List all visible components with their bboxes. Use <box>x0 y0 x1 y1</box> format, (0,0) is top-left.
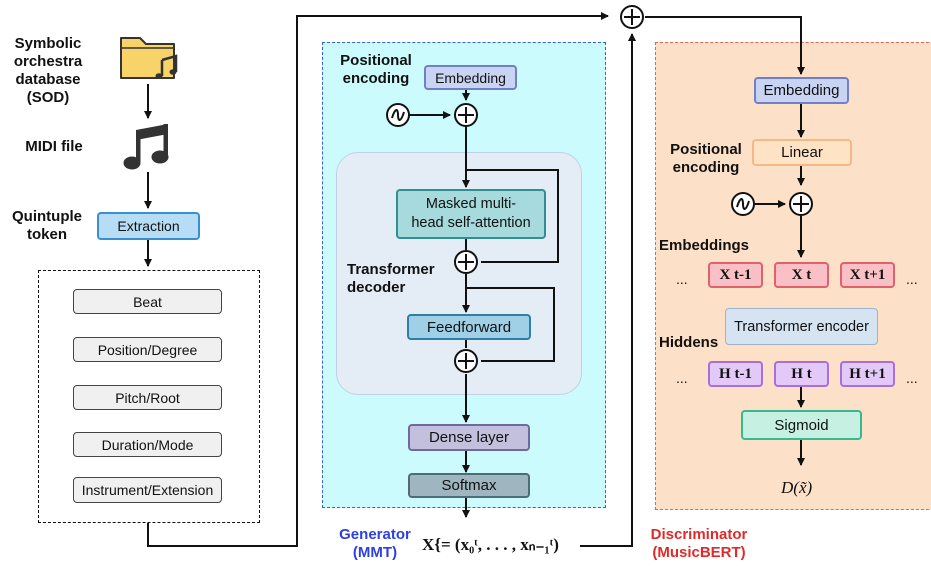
generator-embedding-box: Embedding <box>424 65 517 90</box>
token-beat: Beat <box>73 289 222 314</box>
token-instrument-extension: Instrument/Extension <box>73 477 222 503</box>
sod-label-line: database <box>15 71 81 88</box>
sine-wave-icon <box>731 192 755 216</box>
ellipsis: ... <box>906 271 918 287</box>
combine-add-icon <box>620 5 644 29</box>
decoder-label-line: Transformer <box>347 261 435 278</box>
masked-attention-box: Masked multi- head self-attention <box>396 189 546 239</box>
add-icon <box>454 250 478 274</box>
quintuple-token-label: Quintuple token <box>6 208 88 244</box>
attention-line: Masked multi- <box>425 196 517 212</box>
feedforward-box: Feedforward <box>407 314 531 340</box>
embedding-token-x-current: X t <box>774 262 829 288</box>
add-icon <box>789 192 813 216</box>
discriminator-embedding-box: Embedding <box>754 77 849 104</box>
discriminator-positional-encoding-label: Positional encoding <box>660 141 752 177</box>
linear-box: Linear <box>752 139 852 166</box>
transformer-decoder-label: Transformer decoder <box>347 261 447 297</box>
generator-caption-line: (MMT) <box>352 544 398 561</box>
token-duration-mode: Duration/Mode <box>73 432 222 457</box>
ellipsis: ... <box>676 271 688 287</box>
transformer-encoder-box: Transformer encoder <box>725 308 878 345</box>
sine-wave-icon <box>386 103 410 127</box>
generator-positional-encoding-label: Positional encoding <box>330 52 422 88</box>
hidden-token-h-current: H t <box>774 361 829 387</box>
discriminator-caption-line: (MusicBERT) <box>652 544 746 561</box>
decoder-label-line: decoder <box>347 279 406 296</box>
ellipsis: ... <box>906 370 918 386</box>
embedding-token-x-prev: X t-1 <box>708 262 763 288</box>
token-list-frame <box>38 270 260 523</box>
positional-label-line: encoding <box>342 70 410 87</box>
positional-label-line: encoding <box>672 159 740 176</box>
embeddings-label: Embeddings <box>659 237 750 254</box>
sod-label-line: orchestra <box>13 53 83 70</box>
add-icon <box>454 349 478 373</box>
softmax-box: Softmax <box>408 473 530 498</box>
dense-layer-box: Dense layer <box>408 424 530 451</box>
extraction-box: Extraction <box>97 212 200 240</box>
discriminator-output: D(x̃) <box>781 478 813 497</box>
positional-label-line: Positional <box>340 52 412 69</box>
attention-line: head self-attention <box>411 215 531 231</box>
music-note-icon <box>123 124 169 170</box>
token-position-degree: Position/Degree <box>73 337 222 362</box>
hidden-token-h-next: H t+1 <box>840 361 895 387</box>
sigmoid-box: Sigmoid <box>741 410 862 440</box>
embedding-token-x-next: X t+1 <box>840 262 895 288</box>
hidden-token-h-prev: H t-1 <box>708 361 763 387</box>
discriminator-caption: Discriminator (MusicBERT) <box>640 526 758 562</box>
quintuple-label-line: Quintuple <box>12 208 82 225</box>
token-pitch-root: Pitch/Root <box>73 385 222 410</box>
generator-caption-line: Generator <box>339 526 411 543</box>
discriminator-caption-line: Discriminator <box>650 526 748 543</box>
generator-caption: Generator (MMT) <box>330 526 420 562</box>
add-icon <box>454 103 478 127</box>
midi-file-label: MIDI file <box>25 138 83 155</box>
positional-label-line: Positional <box>670 141 742 158</box>
sod-label: Symbolic orchestra database (SOD) <box>8 35 88 107</box>
ellipsis: ... <box>676 370 688 386</box>
sod-label-line: Symbolic <box>14 35 82 52</box>
sod-label-line: (SOD) <box>26 89 70 106</box>
hiddens-label: Hiddens <box>659 334 719 351</box>
output-sequence-formula: X{= (x₀ᵗ, . . . , xₙ₋₁ᵗ) <box>422 535 559 554</box>
folder-music-icon <box>120 37 178 79</box>
quintuple-label-line: token <box>26 226 67 243</box>
